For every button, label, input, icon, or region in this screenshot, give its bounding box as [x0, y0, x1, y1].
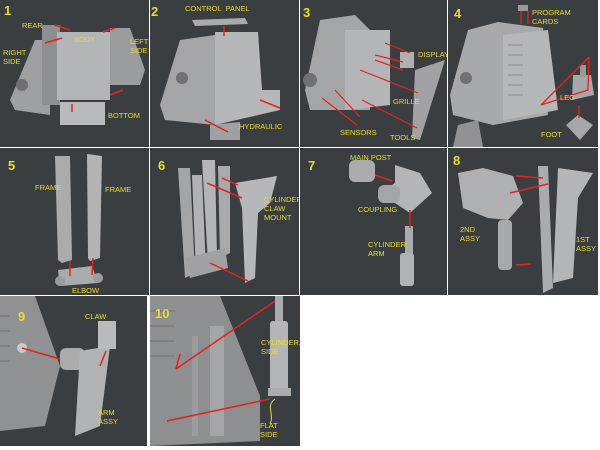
step-number: 10 — [155, 306, 170, 321]
label-frame-left: FRAME — [35, 183, 62, 192]
step-number: 3 — [303, 5, 311, 20]
step-4-panel: 4 PROGRAM CARDS LEG FOOT — [448, 0, 598, 147]
label-1st-assy: 1ST ASSY — [576, 235, 597, 253]
label-cylinder-arm: CYLINDER, ARM — [368, 240, 409, 258]
label-flat-side: FLAT SIDE — [260, 421, 278, 439]
step-number: 8 — [453, 153, 461, 168]
label-main-post: MAIN POST — [350, 153, 392, 162]
step-5-illustration — [55, 154, 103, 286]
step-1-panel: 1 REAR BODY LEFT SIDE RIGHT SIDE BOTTOM — [0, 0, 149, 147]
step-number: 6 — [158, 158, 166, 173]
step-8-illustration — [458, 166, 593, 293]
step-8-panel: 8 2ND ASSY 1ST ASSY — [448, 148, 598, 295]
label-frame-right: FRAME — [105, 185, 132, 194]
step-6-panel: 6 CYLINDER, CLAW MOUNT — [150, 148, 299, 295]
step-number: 5 — [8, 158, 16, 173]
step-9-panel: 9 CLAW ARM ASSY — [0, 296, 147, 446]
label-program-cards: PROGRAM CARDS — [532, 8, 571, 26]
label-arm-assy: ARM ASSY — [98, 408, 119, 426]
label-foot: FOOT — [541, 130, 562, 139]
label-leg: LEG — [560, 93, 576, 102]
step-number: 1 — [4, 3, 12, 18]
step-5-panel: 5 FRAME FRAME ELBOW — [0, 148, 149, 295]
step-2-illustration — [160, 18, 281, 140]
step-3-panel: 3 DISPLAY GRILLE SENSORS TOOLS — [300, 0, 447, 147]
step-7-panel: 7 MAIN POST COUPLING CYLINDER, ARM — [300, 148, 447, 295]
label-coupling: COUPLING — [358, 205, 398, 214]
label-tools: TOOLS — [390, 133, 416, 142]
step-number: 7 — [308, 158, 316, 173]
label-2nd-assy: 2ND ASSY — [460, 225, 481, 243]
step-6-illustration — [178, 160, 277, 283]
label-right-side: RIGHT SIDE — [3, 48, 27, 66]
step-9-illustration — [0, 296, 116, 436]
label-control-panel: CONTROL PANEL — [185, 4, 250, 13]
label-cylinder-side: CYLINDER, SIDE — [261, 338, 300, 356]
label-body: BODY — [74, 35, 96, 44]
label-bottom: BOTTOM — [108, 111, 140, 120]
label-rear: REAR — [22, 21, 43, 30]
step-3-illustration — [303, 15, 445, 140]
step-number: 4 — [454, 6, 462, 21]
step-10-panel: 10 CYLINDER, SIDE FLAT SIDE — [150, 296, 300, 446]
label-claw: CLAW — [85, 312, 107, 321]
step-7-illustration — [349, 160, 432, 286]
step-2-panel: 2 CONTROL PANEL HYDRAULIC — [150, 0, 299, 147]
step-number: 9 — [18, 309, 26, 324]
label-cylinder-claw-mount: CYLINDER, CLAW MOUNT — [264, 195, 299, 222]
step-10-illustration — [150, 296, 291, 446]
label-grille: GRILLE — [393, 97, 420, 106]
label-sensors: SENSORS — [340, 128, 377, 137]
label-elbow: ELBOW — [72, 286, 100, 295]
label-hydraulic: HYDRAULIC — [239, 122, 283, 131]
label-left-side: LEFT SIDE — [130, 37, 149, 55]
step-4-illustration — [450, 5, 594, 147]
step-1-illustration — [10, 24, 145, 125]
label-display: DISPLAY — [418, 50, 447, 59]
step-number: 2 — [151, 4, 159, 19]
